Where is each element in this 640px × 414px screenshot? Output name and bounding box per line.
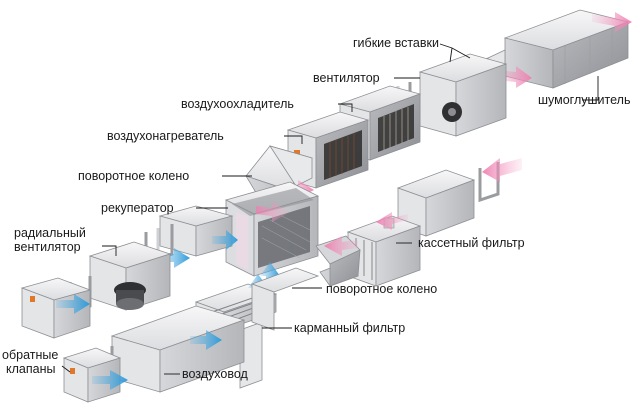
label-air-heater: воздухонагреватель <box>107 129 224 143</box>
label-elbow-top: поворотное колено <box>78 169 190 183</box>
airflow-arrow-silencer-out <box>592 12 632 32</box>
label-recuperator: рекуператор <box>101 201 174 215</box>
airflow-arrow-recuperator-in <box>212 230 238 250</box>
label-silencer: шумоглушитель <box>538 93 631 107</box>
airflow-arrow-extract-in <box>482 158 522 182</box>
airflow-arrow-check-valve-lower <box>92 370 128 390</box>
duct-vertical-intake <box>250 267 320 331</box>
label-check-valves-line2: клапаны <box>6 362 56 376</box>
label-pocket-filter: карманный фильтр <box>294 321 406 335</box>
check-valve-lower <box>62 347 122 403</box>
airflow-arrow-air-duct <box>190 330 222 350</box>
label-flexible-inserts: гибкие вставки <box>353 36 439 50</box>
cassette-filter-unit <box>346 215 422 287</box>
airflow-arrow-recuperator-top <box>256 202 290 222</box>
label-air-cooler: воздухоохладитель <box>181 97 294 111</box>
fan-unit <box>418 53 508 137</box>
airflow-arrow-cassette <box>376 212 408 230</box>
recuperator-unit <box>224 181 320 277</box>
label-radial-fan-line2: вентилятор <box>14 240 81 254</box>
airflow-arrow-check-valve-upper <box>56 294 90 314</box>
label-fan: вентилятор <box>313 71 380 85</box>
label-air-duct: воздуховод <box>182 367 248 381</box>
airflow-arrow-radial-out <box>160 248 190 268</box>
label-cassette-filter: кассетный фильтр <box>418 236 525 250</box>
airflow-arrow-elbow-bottom <box>324 236 358 256</box>
airflow-arrow-recuperator-up <box>260 262 280 288</box>
radial-fan-unit <box>88 241 172 311</box>
label-check-valves-line1: обратные <box>2 348 59 362</box>
duct-segment-upper-left <box>158 205 234 257</box>
leader-lines <box>61 43 599 375</box>
label-elbow-bottom: поворотное колено <box>326 282 438 296</box>
label-radial-fan-line1: радиальный <box>14 226 86 240</box>
